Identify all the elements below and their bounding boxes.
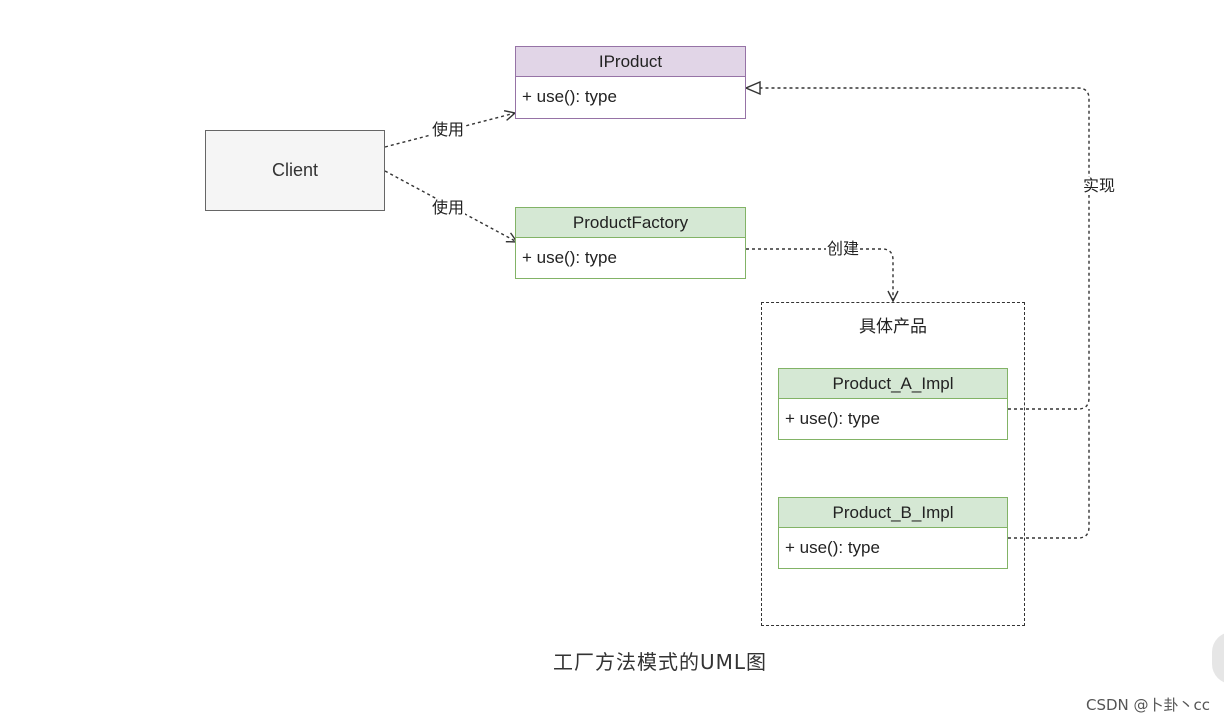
product-factory-class: ProductFactory + use(): type [515, 207, 746, 279]
edge-product-b-implements [1008, 409, 1090, 539]
edge-label-use-iproduct: 使用 [431, 120, 466, 139]
edge-label-use-factory: 使用 [431, 198, 466, 217]
iproduct-interface: IProduct + use(): type [515, 46, 746, 119]
iproduct-method: + use(): type [522, 87, 617, 106]
edge-product-a-implements [746, 88, 1090, 410]
product-a-class: Product_A_Impl + use(): type [778, 368, 1008, 440]
floating-side-button[interactable] [1212, 632, 1224, 684]
client-node: Client [205, 130, 385, 211]
client-label: Client [271, 160, 319, 180]
edge-label-create: 创建 [826, 239, 861, 258]
concrete-products-group [761, 302, 1025, 626]
figure-caption: 工厂方法模式的UML图 [552, 650, 768, 674]
product-b-title: Product_B_Impl [779, 498, 1007, 528]
factory-title: ProductFactory [516, 208, 745, 238]
factory-method: + use(): type [522, 248, 617, 267]
csdn-watermark: CSDN @卜卦丶cc [1085, 696, 1210, 714]
edge-label-implements: 实现 [1082, 176, 1117, 195]
edge-factory-products [746, 248, 893, 301]
product-a-method: + use(): type [785, 409, 880, 428]
group-title: 具体产品 [859, 317, 927, 337]
product-b-method: + use(): type [785, 538, 880, 557]
product-a-title: Product_A_Impl [779, 369, 1007, 399]
iproduct-title: IProduct [516, 47, 745, 77]
product-b-class: Product_B_Impl + use(): type [778, 497, 1008, 569]
